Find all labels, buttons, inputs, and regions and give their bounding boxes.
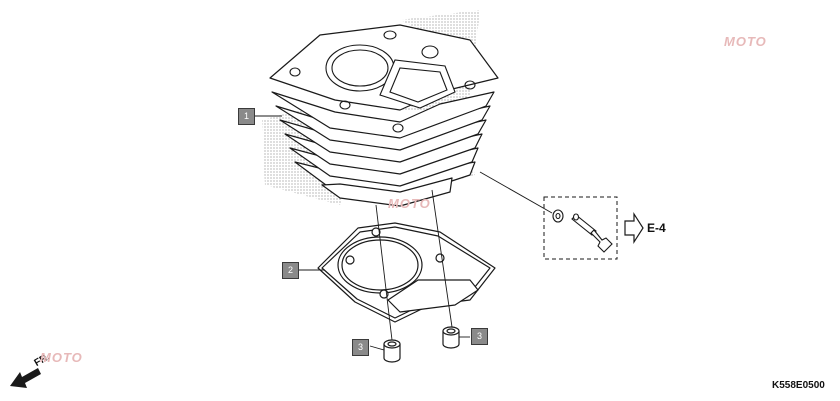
alignment-lines [375,189,453,341]
bolt-detail-box [543,196,618,260]
callout-part-1: 1 [238,108,255,125]
cylinder-deck-details [289,30,476,133]
dowel-pin-right [442,326,460,349]
dowel-pin-left [383,339,401,363]
watermark-bottom-left: MOTO [40,350,83,365]
callout-part-3-left: 3 [352,339,369,356]
diagram-code: K558E0500 [772,380,825,391]
watermark-top-right: MOTO [724,34,767,49]
watermark-center: MOTO [388,196,431,211]
callout-part-3-right: 3 [471,328,488,345]
callout-part-2: 2 [282,262,299,279]
front-direction-arrow-icon [10,368,41,388]
reference-arrow-icon [624,211,644,245]
reference-label: E-4 [647,221,666,235]
leader-lines [255,115,553,351]
cylinder-gasket [317,222,496,323]
